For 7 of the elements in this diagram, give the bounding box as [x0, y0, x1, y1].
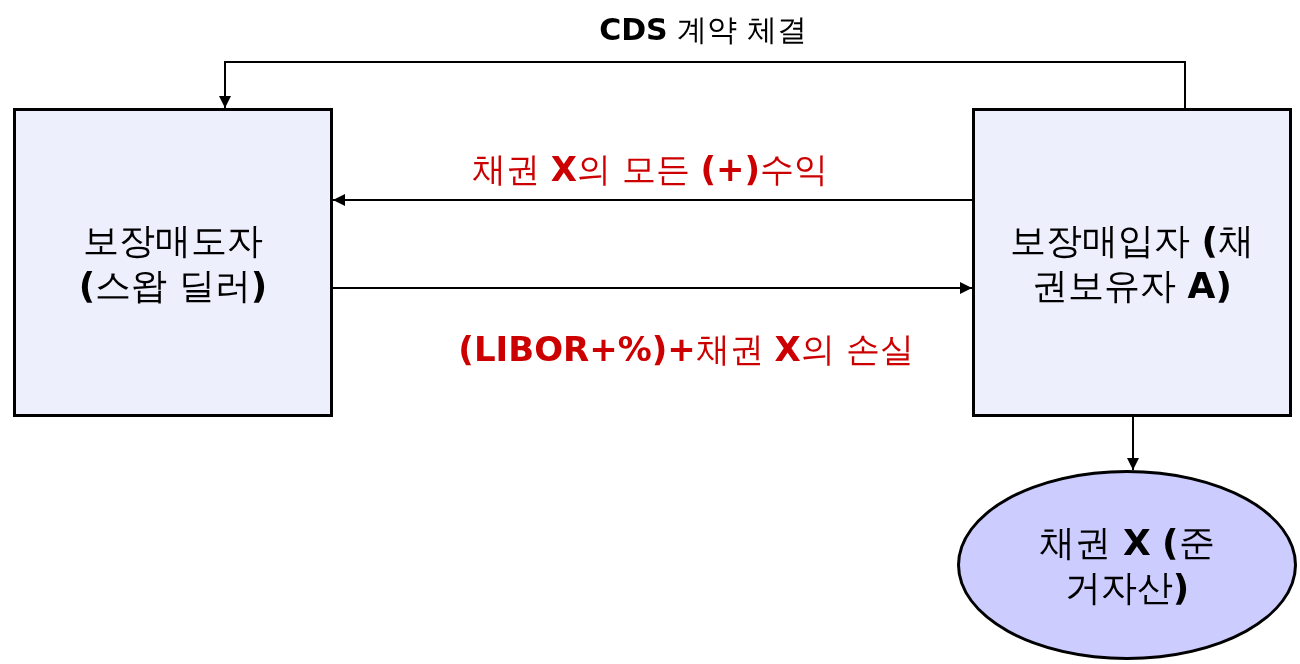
- arrow: [332, 194, 973, 206]
- process-box: 보장매입자 (채권보유자 A): [972, 108, 1292, 417]
- arrow: [1127, 416, 1139, 471]
- ellipse-node: 채권 X (준거자산): [957, 470, 1297, 660]
- process-box: 보장매도자 (스왑 딜러): [13, 108, 333, 417]
- arrow: [332, 282, 973, 294]
- arrow: [219, 61, 1186, 109]
